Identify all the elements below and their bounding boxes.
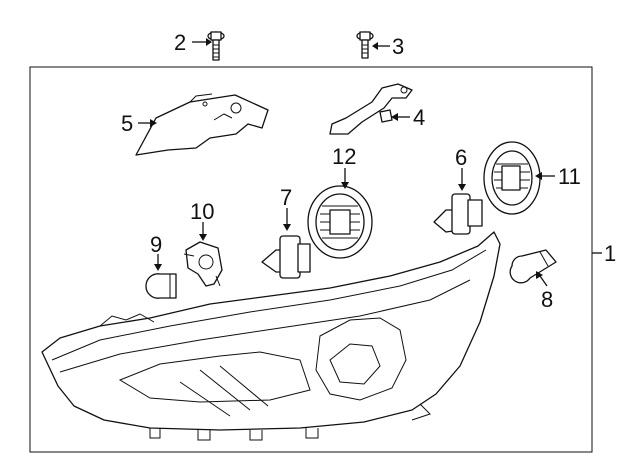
part-5-bracket — [135, 93, 269, 156]
assembly-frame — [29, 66, 602, 453]
part-10-socket — [183, 222, 223, 287]
callout-9: 9 — [150, 232, 162, 257]
callout-1: 1 — [604, 241, 616, 266]
callout-4: 4 — [413, 105, 425, 130]
part-8-bulb — [509, 249, 557, 287]
callout-3: 3 — [392, 34, 404, 59]
part-11-cap — [483, 141, 555, 215]
part-2-screw — [192, 31, 225, 61]
part-4-bracket — [329, 83, 413, 135]
callout-6: 6 — [455, 145, 467, 170]
callout-8: 8 — [541, 287, 553, 312]
part-3-screw — [356, 31, 390, 59]
part-7-bulb — [261, 208, 311, 279]
callout-10: 10 — [190, 199, 214, 224]
part-1-headlamp-housing — [41, 231, 501, 441]
callout-11: 11 — [558, 164, 581, 189]
part-9-bulb — [145, 254, 177, 299]
callout-5: 5 — [121, 111, 133, 136]
part-6-bulb — [433, 168, 483, 235]
callout-2: 2 — [174, 30, 186, 55]
callout-12: 12 — [332, 144, 356, 169]
callout-7: 7 — [280, 185, 292, 210]
part-12-cap — [307, 168, 373, 259]
